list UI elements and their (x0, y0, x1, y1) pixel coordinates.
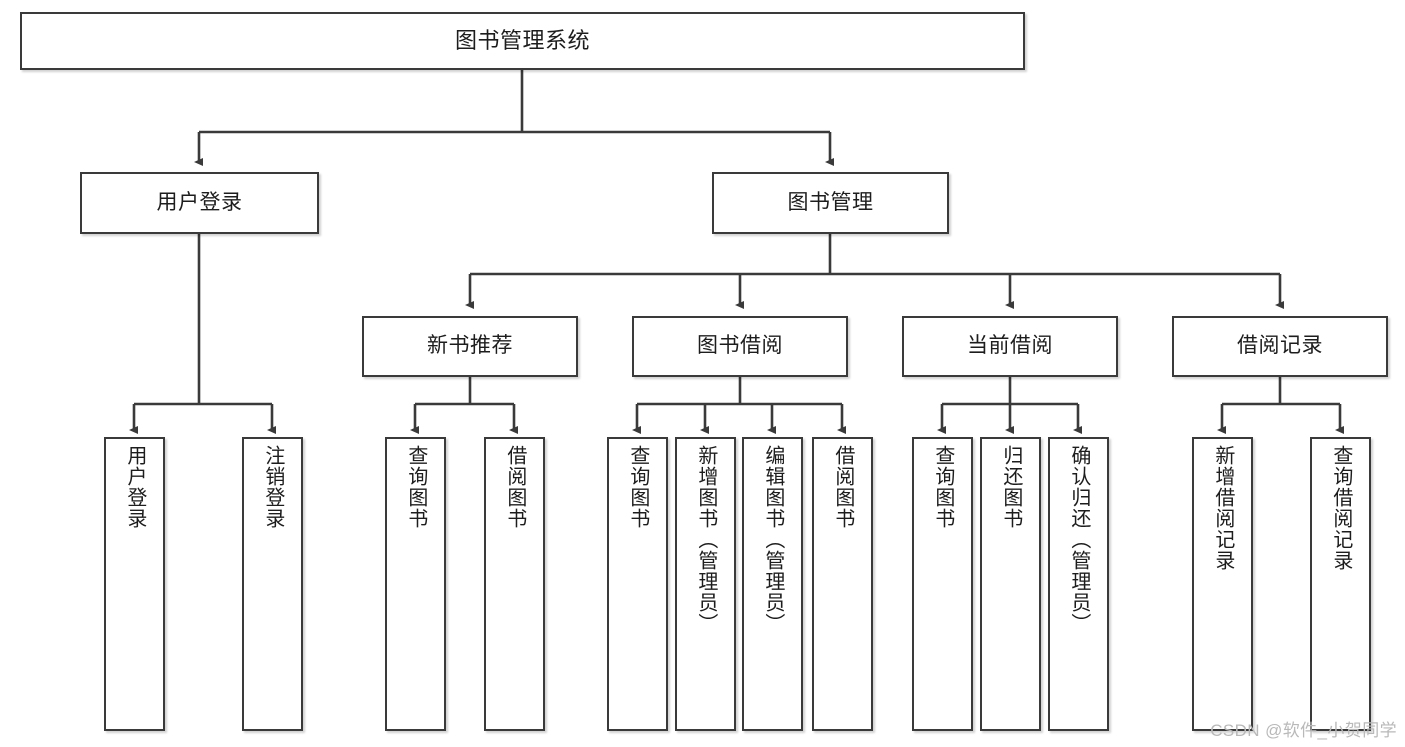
node-label: 借阅图书 (503, 445, 526, 529)
leaf-add-borrow-record[interactable]: 新增借阅记录 (1192, 437, 1253, 731)
leaf-query-book-recommend[interactable]: 查询图书 (385, 437, 446, 731)
leaf-borrow-book-recommend[interactable]: 借阅图书 (484, 437, 545, 731)
leaf-borrow-book[interactable]: 借阅图书 (812, 437, 873, 731)
node-label: 注销登录 (261, 445, 284, 529)
leaf-add-book-admin[interactable]: 新增图书（管理员） (675, 437, 736, 731)
node-label: 借阅记录 (1237, 334, 1323, 358)
leaf-confirm-return-admin[interactable]: 确认归还（管理员） (1048, 437, 1109, 731)
node-book-management[interactable]: 图书管理 (712, 172, 949, 234)
node-book-borrow[interactable]: 图书借阅 (632, 316, 848, 377)
node-label: 新增图书（管理员） (694, 445, 717, 634)
leaf-query-book-current[interactable]: 查询图书 (912, 437, 973, 731)
node-new-book-recommend[interactable]: 新书推荐 (362, 316, 578, 377)
leaf-edit-book-admin[interactable]: 编辑图书（管理员） (742, 437, 803, 731)
node-label: 图书管理系统 (454, 28, 590, 54)
watermark: CSDN @软件_小贺同学 (1210, 721, 1397, 740)
node-label: 编辑图书（管理员） (761, 445, 784, 634)
node-label: 查询借阅记录 (1329, 445, 1352, 571)
node-label: 当前借阅 (967, 334, 1053, 358)
node-label: 新书推荐 (427, 334, 513, 358)
node-label: 归还图书 (999, 445, 1022, 529)
node-label: 查询图书 (931, 445, 954, 529)
leaf-query-borrow-record[interactable]: 查询借阅记录 (1310, 437, 1371, 731)
node-label: 查询图书 (404, 445, 427, 529)
leaf-return-book[interactable]: 归还图书 (980, 437, 1041, 731)
node-label: 图书借阅 (697, 334, 783, 358)
node-label: 新增借阅记录 (1211, 445, 1234, 571)
leaf-query-book-borrow[interactable]: 查询图书 (607, 437, 668, 731)
node-label: 借阅图书 (831, 445, 854, 529)
node-label: 确认归还（管理员） (1067, 445, 1090, 634)
node-label: 用户登录 (156, 190, 243, 214)
node-label: 用户登录 (123, 445, 146, 529)
node-label: 查询图书 (626, 445, 649, 529)
node-current-borrow[interactable]: 当前借阅 (902, 316, 1118, 377)
leaf-user-login[interactable]: 用户登录 (104, 437, 165, 731)
leaf-logout[interactable]: 注销登录 (242, 437, 303, 731)
node-borrow-records[interactable]: 借阅记录 (1172, 316, 1388, 377)
node-label: 图书管理 (787, 190, 874, 214)
node-root-book-management-system[interactable]: 图书管理系统 (20, 12, 1025, 70)
node-user-login[interactable]: 用户登录 (80, 172, 319, 234)
